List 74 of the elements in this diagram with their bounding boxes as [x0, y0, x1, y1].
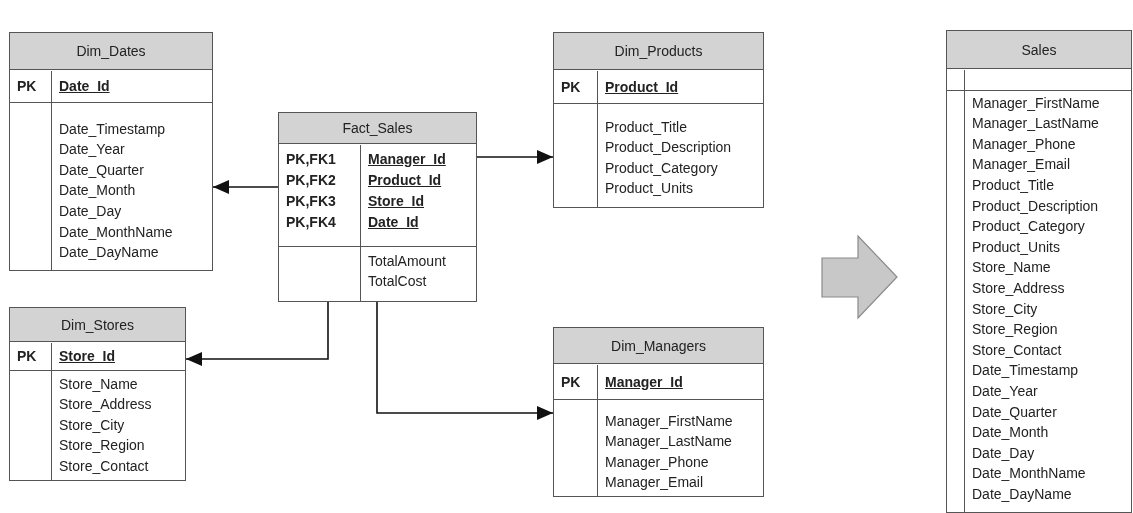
key-field-name: Product_Id	[368, 170, 442, 190]
key-type-label: PK,FK3	[286, 191, 336, 211]
key-field-name: Store_Id	[59, 347, 115, 366]
field-name: Manager_FirstName	[605, 411, 733, 431]
field-name: Date_DayName	[59, 243, 159, 263]
field-name: Store_Address	[972, 278, 1065, 298]
field-name: TotalCost	[368, 272, 427, 292]
field-name: Date_Timestamp	[59, 119, 166, 139]
key-field-name: Date_Id	[59, 77, 110, 96]
key-type-label: PK,FK2	[286, 170, 336, 190]
field-name: Date_Timestamp	[972, 361, 1079, 381]
table-title: Fact_Sales	[342, 120, 413, 136]
field-name: Store_Address	[59, 395, 152, 415]
field-name: Date_Year	[59, 140, 125, 160]
field-name: Manager_Phone	[605, 452, 709, 472]
key-field-name: Date_Id	[368, 212, 419, 232]
table-title: Dim_Stores	[60, 316, 135, 333]
key-type-label: PK,FK1	[286, 149, 336, 169]
field-name: Store_City	[59, 415, 125, 435]
field-name: Date_DayName	[972, 484, 1072, 504]
field-name: Date_Day	[59, 201, 122, 221]
field-name: Manager_LastName	[605, 432, 732, 452]
field-name: Store_Region	[972, 320, 1058, 340]
entity-table	[946, 30, 1132, 513]
key-type-label: PK	[17, 347, 37, 366]
field-name: TotalAmount	[368, 251, 446, 271]
field-name: Manager_FirstName	[972, 93, 1100, 113]
arrow	[476, 150, 554, 164]
field-name: Product_Units	[605, 179, 693, 199]
arrow	[376, 301, 554, 420]
field-name: Store_Name	[972, 258, 1051, 278]
field-name: Date_Quarter	[972, 402, 1057, 422]
key-type-label: PK	[561, 372, 581, 392]
field-name: Date_Month	[972, 423, 1049, 443]
field-name: Date_MonthName	[972, 464, 1086, 484]
field-name: Manager_Email	[605, 473, 704, 493]
field-name: Date_Day	[972, 443, 1035, 463]
key-type-label: PK	[561, 77, 581, 97]
field-name: Product_Description	[972, 196, 1099, 216]
field-name: Date_Month	[59, 181, 136, 201]
table-title: Dim_Managers	[611, 337, 706, 354]
field-name: Store_Name	[59, 374, 138, 394]
key-type-label: PK,FK4	[286, 212, 336, 232]
field-name: Date_MonthName	[59, 222, 173, 242]
field-name: Store_City	[972, 299, 1038, 319]
field-name: Store_Contact	[972, 340, 1062, 360]
field-name: Date_Year	[972, 381, 1038, 401]
table-title: Dim_Dates	[76, 43, 146, 59]
key-field-name: Product_Id	[605, 77, 679, 97]
key-field-name: Manager_Id	[605, 372, 683, 392]
entity-table	[553, 32, 764, 208]
entity-table	[553, 327, 764, 497]
entity-table	[9, 307, 186, 481]
key-type-label: PK	[17, 77, 37, 96]
entity-table	[9, 32, 213, 271]
field-name: Store_Region	[59, 436, 145, 456]
field-name: Product_Category	[605, 158, 718, 178]
field-name: Product_Title	[972, 175, 1054, 195]
field-name: Product_Description	[605, 138, 732, 158]
entity-table	[278, 112, 477, 302]
field-name: Manager_LastName	[972, 114, 1099, 134]
field-name: Manager_Email	[972, 155, 1071, 175]
field-name: Manager_Phone	[972, 134, 1076, 154]
key-field-name: Store_Id	[368, 191, 424, 211]
field-name: Product_Category	[972, 217, 1085, 237]
table-title: Dim_Products	[614, 43, 703, 59]
field-name: Product_Units	[972, 237, 1060, 257]
arrow	[212, 180, 279, 194]
field-name: Store_Contact	[59, 456, 149, 476]
key-field-name: Manager_Id	[368, 149, 446, 169]
table-title: Sales	[1021, 41, 1057, 58]
field-name: Product_Title	[605, 117, 687, 137]
arrow	[185, 301, 329, 366]
field-name: Date_Quarter	[59, 160, 144, 180]
